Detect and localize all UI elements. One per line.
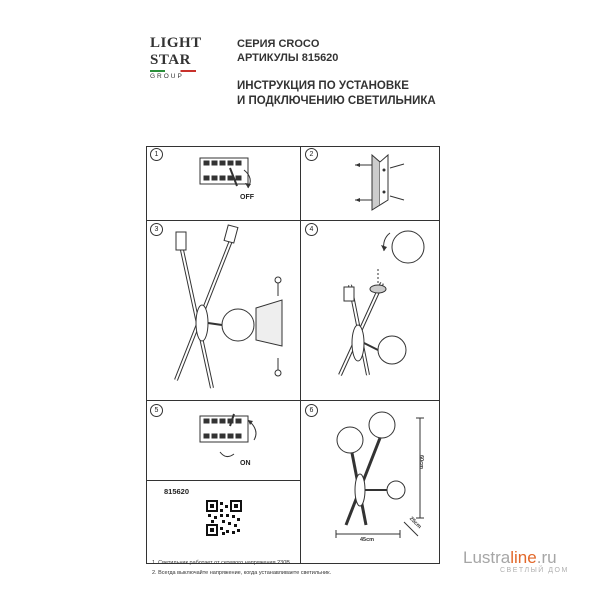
watermark-suffix: .ru	[536, 548, 557, 567]
step-number-6: 6	[305, 404, 318, 417]
step-number-1: 1	[150, 148, 163, 161]
mounting-bracket-illustration	[355, 153, 405, 211]
step-5-on-label: ON	[240, 460, 251, 467]
breaker-off-illustration	[199, 157, 251, 189]
logo-text-group: GROUP	[150, 73, 184, 80]
instruction-grid	[146, 146, 440, 564]
logo-text-star: STAR	[150, 52, 191, 68]
watermark-logo: Lustraline.ru	[463, 548, 557, 568]
note-2: 2. Всегда выключайте напряжение, когда у…	[152, 570, 332, 576]
article-code: 815620	[164, 487, 190, 496]
qr-code-image	[206, 500, 242, 536]
step-number-3: 3	[150, 223, 163, 236]
dimension-width: 45cm	[360, 537, 375, 543]
step-number-5: 5	[150, 404, 163, 417]
step-number-2: 2	[305, 148, 318, 161]
articles-label: АРТИКУЛЫ 815620	[237, 52, 339, 64]
watermark-subtitle: СВЕТЛЫЙ ДОМ	[500, 567, 569, 574]
dimension-height: 60cm	[418, 455, 424, 470]
watermark-accent: line	[510, 548, 537, 567]
grid-divider	[300, 400, 301, 564]
bulb-installation-illustration	[338, 230, 425, 376]
grid-divider	[300, 146, 301, 480]
document-title-line1: ИНСТРУКЦИЯ ПО УСТАНОВКЕ	[237, 80, 409, 92]
document-title-line2: И ПОДКЛЮЧЕНИЮ СВЕТИЛЬНИКА	[237, 95, 436, 107]
breaker-on-illustration	[199, 413, 257, 458]
fixture-assembly-illustration	[174, 224, 283, 389]
finished-fixture-dimensions-illustration	[335, 411, 424, 538]
watermark-main: Lustra	[463, 548, 511, 567]
step-number-4: 4	[305, 223, 318, 236]
logo-text-light: LIGHT	[150, 35, 202, 51]
note-1: 1. Светильник работает от сетевого напря…	[152, 560, 292, 566]
lightstar-logo: LIGHT STAR GROUP	[150, 35, 212, 100]
series-label: СЕРИЯ CROCO	[237, 38, 320, 50]
step-1-off-label: OFF	[240, 194, 254, 201]
grid-divider	[146, 220, 440, 221]
logo-flag-stripe	[150, 70, 196, 72]
grid-divider	[146, 480, 301, 481]
grid-divider	[146, 400, 440, 401]
